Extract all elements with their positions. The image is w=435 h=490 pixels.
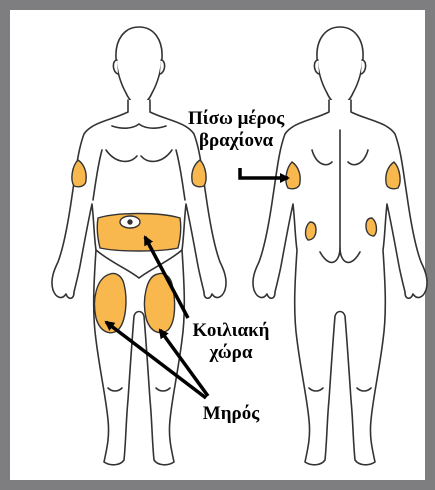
label-back-arm-line1: Πίσω μέρος — [188, 108, 308, 130]
label-thigh: Μηρός — [188, 403, 274, 425]
back-right-flank-site — [366, 218, 376, 236]
label-abdomen-line1: Κοιλιακή — [186, 320, 276, 342]
back-left-flank-site — [306, 222, 316, 240]
label-abdomen-line2: χώρα — [186, 342, 276, 364]
back-view-body — [253, 27, 427, 465]
label-back-of-upper-arm: Πίσω μέρος βραχίονα — [188, 108, 308, 152]
front-head — [116, 27, 162, 105]
label-abdomen: Κοιλιακή χώρα — [186, 320, 276, 364]
back-head — [317, 27, 363, 105]
label-back-arm-line2: βραχίονα — [188, 130, 308, 152]
navel — [128, 220, 132, 224]
